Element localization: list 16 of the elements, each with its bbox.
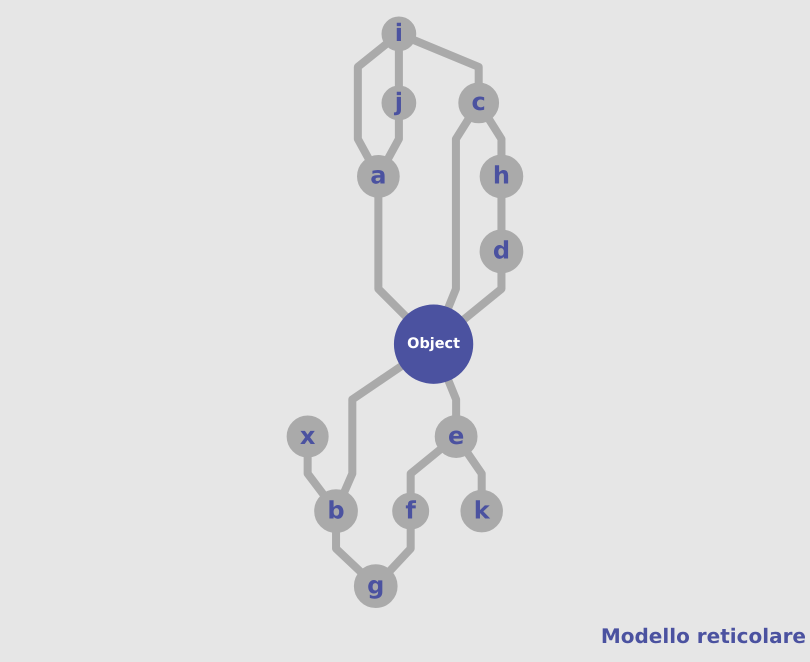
node-circle: x xyxy=(286,416,329,458)
node-circle: c xyxy=(458,82,500,124)
node-circle: a xyxy=(357,155,400,198)
node-circle: Object xyxy=(394,304,474,384)
node-circle: b xyxy=(314,489,358,533)
node-circle: d xyxy=(480,230,524,274)
node-circle: e xyxy=(434,415,478,458)
node-circle: i xyxy=(382,16,416,52)
node-circle: k xyxy=(460,490,503,532)
node-circle: h xyxy=(480,154,524,198)
connector xyxy=(354,40,390,162)
node-circle: g xyxy=(354,564,398,608)
diagram-caption: Modello reticolare xyxy=(600,624,806,648)
node-circle: f xyxy=(392,492,430,530)
connector xyxy=(340,362,406,496)
node-circle: j xyxy=(382,86,416,120)
